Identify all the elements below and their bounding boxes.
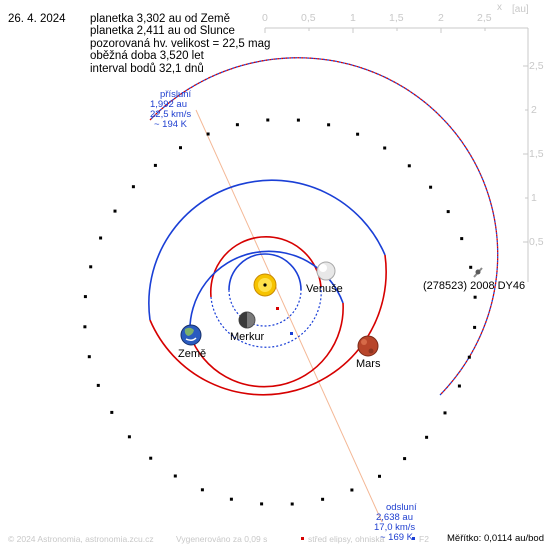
orbit-point <box>473 325 477 329</box>
orbit-point <box>89 265 93 269</box>
orbit-points <box>83 118 477 506</box>
orbit-point <box>473 295 477 299</box>
orbit-point <box>446 210 450 214</box>
distance-sun: planetka 2,411 au od Slunce <box>90 25 235 38</box>
scale-label: Měřítko: 0,0114 au/bod <box>447 533 544 544</box>
aphelion-title: odsluní <box>386 502 417 513</box>
orbit-point <box>149 456 153 460</box>
perihelion-temp: ~ 194 K <box>154 119 188 130</box>
orbit-point <box>356 132 360 136</box>
x-tick-3: 1,5 <box>389 12 404 24</box>
magnitude: pozorovaná hv. velikost = 22,5 mag <box>90 37 271 50</box>
asteroid-orbit <box>149 57 499 396</box>
orbit-point <box>153 163 157 167</box>
orbit-point <box>469 265 473 269</box>
point-interval: interval bodů 32,1 dnů <box>90 62 204 75</box>
x-tick-4: 2 <box>438 12 444 24</box>
venus <box>316 261 336 281</box>
sun <box>253 273 277 297</box>
orbit-point <box>378 474 381 478</box>
orbit-point <box>407 164 411 168</box>
y-tick-2: 1,5 <box>529 148 544 160</box>
y-tick-0: 2,5 <box>529 60 544 72</box>
mercury-orbit <box>228 253 302 327</box>
orbit-point <box>200 488 204 492</box>
orbit-point <box>83 295 87 299</box>
perihelion-speed: 22,5 km/s <box>150 109 192 120</box>
orbit-point <box>425 435 429 439</box>
orbit-point <box>296 118 300 122</box>
apsides-line <box>195 109 383 523</box>
orbit-point <box>83 325 87 329</box>
aphelion-temp: ~ 169 K <box>380 532 414 543</box>
orbit-point <box>235 123 239 127</box>
ellipse-center-marker <box>276 307 279 310</box>
y-tick-4: 0,5 <box>529 236 544 248</box>
orbit-point <box>96 383 100 387</box>
orbital-period: oběžná doba 3,520 let <box>90 50 204 63</box>
copyright: © 2024 Astronomia, astronomia.zcu.cz <box>8 534 154 544</box>
mars-orbit <box>148 179 387 396</box>
aphelion-distance: 2,638 au <box>376 512 413 523</box>
info-panel: planetka 3,302 au od Země planetka 2,411… <box>90 13 270 75</box>
focus-f2-marker <box>290 332 293 335</box>
legend-center-marker <box>301 537 304 540</box>
earth <box>180 324 202 346</box>
mercury <box>238 311 256 329</box>
date-label: 26. 4. 2024 <box>8 13 66 25</box>
orbit-point <box>383 146 387 150</box>
axes <box>264 27 529 282</box>
orbit-point <box>457 384 461 388</box>
venus-label: Venuše <box>306 283 343 295</box>
orbit-point <box>429 185 433 189</box>
orbit-point <box>290 502 294 506</box>
orbit-point <box>467 355 471 359</box>
legend-f2-text: F2 <box>419 534 429 544</box>
orbit-point <box>131 185 135 189</box>
orbit-point <box>127 435 131 439</box>
orbit-point <box>327 123 331 127</box>
legend-focus-marker <box>412 537 415 540</box>
x-tick-5: 2,5 <box>477 12 492 24</box>
asteroid-marker <box>473 267 483 278</box>
mars <box>357 335 379 357</box>
x-tick-1: 0,5 <box>301 12 316 24</box>
generation-time: Vygenerováno za 0,09 s <box>176 534 268 544</box>
mars-label: Mars <box>356 358 381 370</box>
orbit-point <box>87 355 91 359</box>
mercury-label: Merkur <box>230 331 265 343</box>
orbit-point <box>321 497 325 501</box>
earth-label: Země <box>178 348 207 360</box>
axis-unit: [au] <box>512 4 529 15</box>
orbit-point <box>443 411 447 415</box>
perihelion-distance: 1,992 au <box>150 99 187 110</box>
aphelion-speed: 17,0 km/s <box>374 522 416 533</box>
y-tick-1: 2 <box>531 104 537 116</box>
orbit-point <box>350 488 354 492</box>
orbit-point <box>173 474 177 478</box>
perihelion-title: přísluní <box>160 89 192 100</box>
orbit-point <box>113 209 117 213</box>
orbit-point <box>266 118 270 122</box>
x-tick-0: 0 <box>262 12 268 24</box>
orbit-point <box>260 502 264 506</box>
x-axis-name: x <box>497 2 502 13</box>
asteroid-label: (278523) 2008 DY46 <box>423 280 526 292</box>
orbit-point <box>229 497 233 501</box>
distance-earth: planetka 3,302 au od Země <box>90 13 231 25</box>
x-tick-2: 1 <box>350 12 356 24</box>
orbit-point <box>206 132 210 136</box>
orbit-point <box>110 410 114 414</box>
legend-center-text: střed elipsy, ohniska <box>308 534 385 544</box>
orbit-point <box>403 457 407 461</box>
y-tick-3: 1 <box>531 192 537 204</box>
orbit-point <box>179 146 182 150</box>
orbit-point <box>460 237 464 241</box>
orbit-point <box>99 236 103 240</box>
